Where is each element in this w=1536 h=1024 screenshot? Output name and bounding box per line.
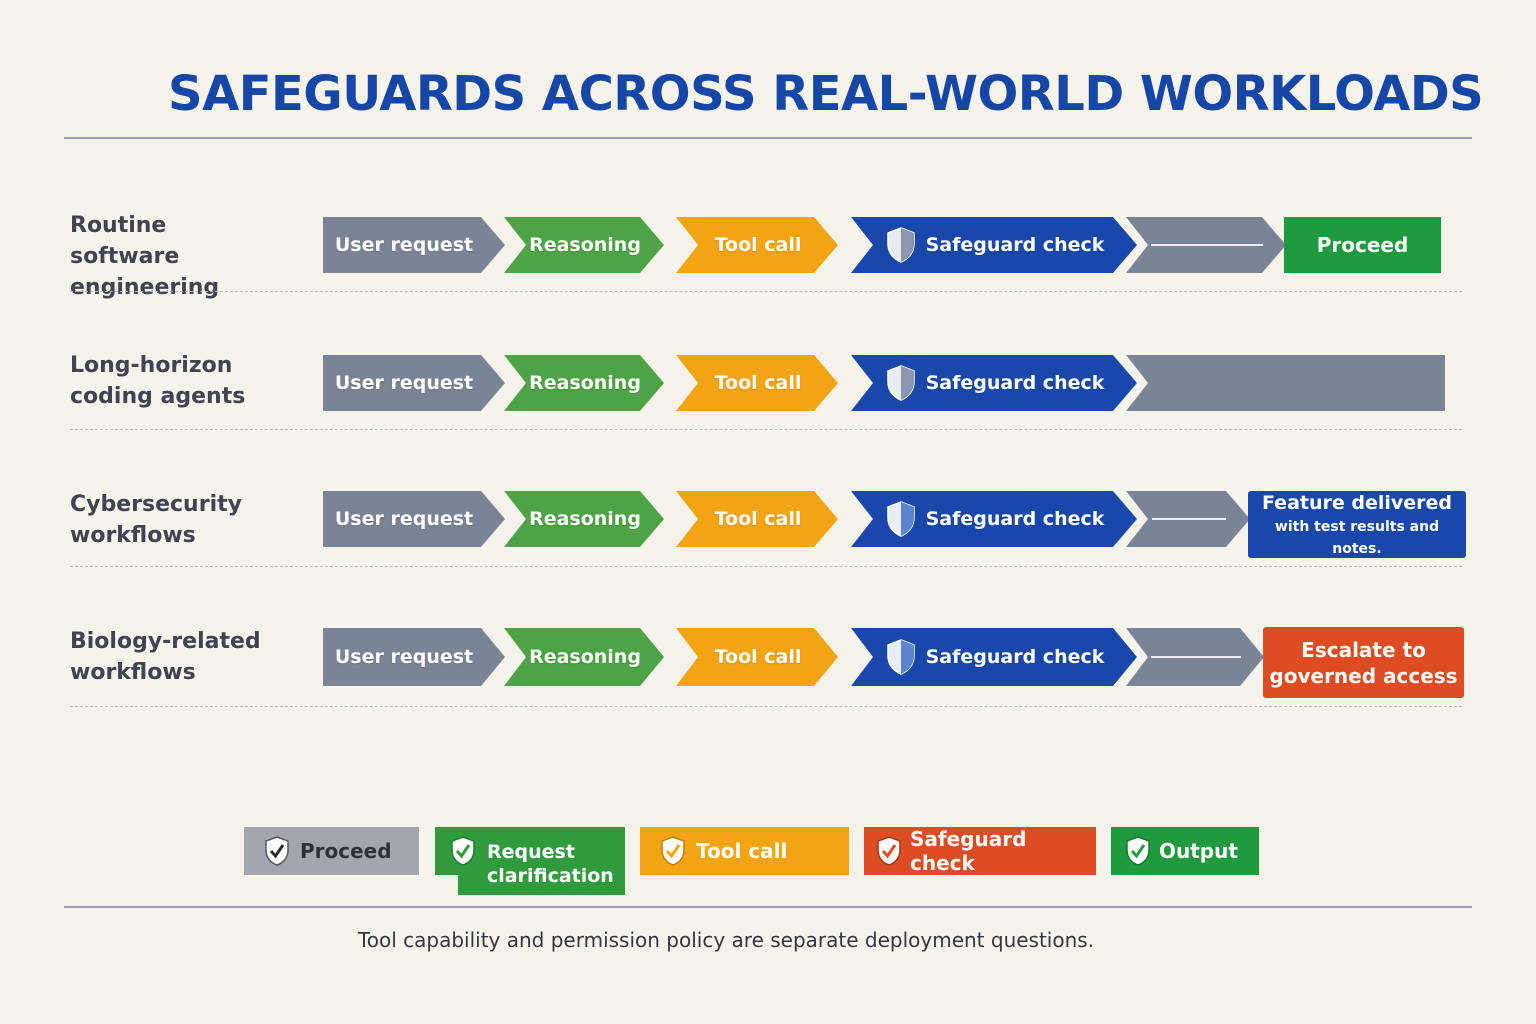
row-divider: [70, 706, 1462, 707]
row-divider: [70, 566, 1462, 567]
step-safeguard-check: Safeguard check: [851, 491, 1137, 547]
connector-step: [1126, 217, 1286, 273]
row-label: Routine software engineering: [70, 213, 220, 300]
title-divider: [64, 137, 1472, 139]
outcome-feature-delivered: Feature delivered with test results and …: [1248, 491, 1466, 558]
legend-item-output: Output: [1111, 827, 1259, 875]
row-label: Long-horizon coding agents: [70, 353, 246, 409]
step-user-request: User request: [323, 217, 505, 273]
page-title: SAFEGUARDS ACROSS REAL-WORLD WORKLOADS: [168, 66, 1484, 122]
check-shield-icon: [1125, 835, 1151, 867]
footer-note: Tool capability and permission policy ar…: [357, 928, 1095, 952]
footer-divider: [64, 906, 1472, 908]
shield-icon: [886, 638, 916, 676]
row-divider: [70, 291, 1462, 292]
step-tool-call: Tool call: [676, 628, 838, 686]
connector-step: [1126, 628, 1264, 686]
connector-line: [1152, 518, 1226, 520]
legend-item-proceed: Proceed: [244, 827, 419, 875]
legend-item-safeguard-check: Safeguard check: [864, 827, 1096, 875]
step-reasoning: Reasoning: [504, 217, 664, 273]
check-shield-icon: [660, 835, 686, 867]
connector-step: [1126, 491, 1250, 547]
shield-icon: [886, 364, 916, 402]
step-tool-call: Tool call: [676, 217, 838, 273]
step-tool-call: Tool call: [676, 355, 838, 411]
step-reasoning: Reasoning: [504, 355, 664, 411]
step-safeguard-check: Safeguard check: [851, 628, 1137, 686]
outcome-proceed: Proceed: [1284, 217, 1441, 273]
step-user-request: User request: [323, 355, 505, 411]
check-shield-icon: [876, 835, 902, 867]
step-safeguard-check: Safeguard check: [851, 217, 1137, 273]
row-divider: [70, 429, 1462, 430]
legend-item-tool-call: Tool call: [640, 827, 849, 875]
step-user-request: User request: [323, 628, 505, 686]
step-reasoning: Reasoning: [504, 491, 664, 547]
shield-icon: [886, 226, 916, 264]
shield-icon: [886, 500, 916, 538]
step-reasoning: Reasoning: [504, 628, 664, 686]
step-tool-call: Tool call: [676, 491, 838, 547]
step-user-request: User request: [323, 491, 505, 547]
check-shield-icon: [450, 835, 476, 867]
empty-outcome-bar: [1126, 355, 1445, 411]
connector-line: [1151, 656, 1241, 658]
outcome-escalate: Escalate to governed access: [1263, 627, 1464, 698]
row-label: Biology-related workflows: [70, 629, 261, 685]
row-label: Cybersecurity workflows: [70, 492, 242, 548]
connector-line: [1151, 244, 1263, 246]
check-shield-icon: [264, 835, 290, 867]
step-safeguard-check: Safeguard check: [851, 355, 1137, 411]
